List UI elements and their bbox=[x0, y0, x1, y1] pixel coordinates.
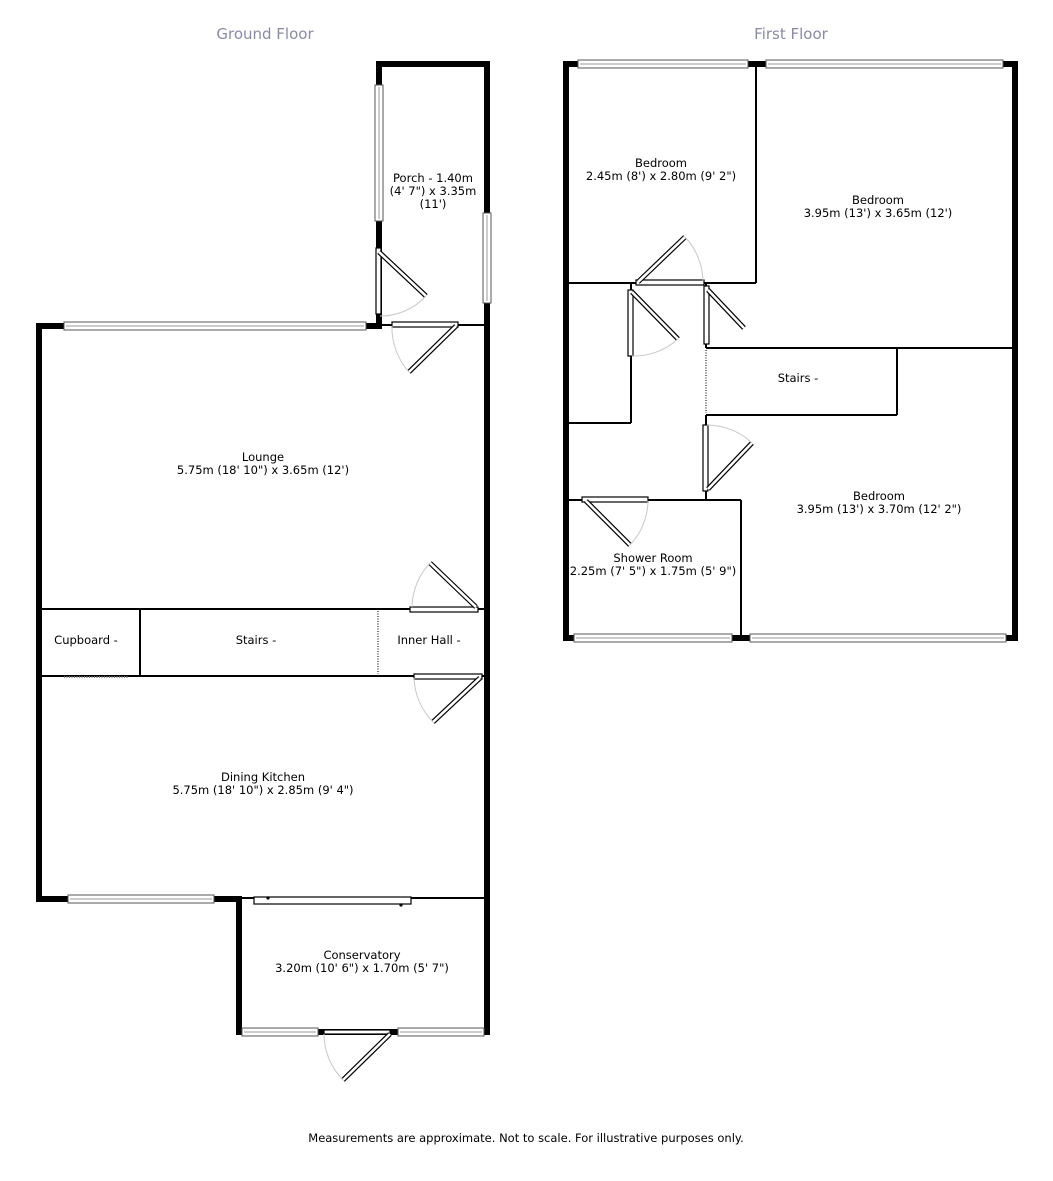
first-doors bbox=[581, 235, 754, 547]
ground-floor-plan: Porch - 1.40m (4' 7") x 3.35m (11') Loun… bbox=[36, 61, 492, 1082]
shower-room-size: 2.25m (7' 5") x 1.75m (5' 9") bbox=[570, 564, 736, 578]
ground-doors bbox=[323, 247, 483, 1082]
conservatory-label: Conservatory bbox=[323, 948, 400, 962]
front-bedroom-label: Bedroom bbox=[852, 193, 904, 207]
shower-room-label: Shower Room bbox=[613, 551, 692, 565]
dining-kitchen-label: Dining Kitchen bbox=[221, 770, 305, 784]
first-floor-plan: Bedroom 2.45m (8') x 2.80m (9' 2") Bedro… bbox=[563, 59, 1018, 643]
dining-kitchen-size: 5.75m (18' 10") x 2.85m (9' 4") bbox=[172, 783, 353, 797]
porch-label: Porch - 1.40m bbox=[393, 171, 473, 185]
first-stairs-label: Stairs - bbox=[778, 371, 819, 385]
first-floor-title: First Floor bbox=[754, 25, 828, 43]
small-bedroom-label: Bedroom bbox=[635, 156, 687, 170]
cupboard-label: Cupboard - bbox=[54, 633, 118, 647]
disclaimer-text: Measurements are approximate. Not to sca… bbox=[308, 1131, 743, 1145]
porch-size-line2: (4' 7") x 3.35m bbox=[390, 184, 477, 198]
front-bedroom-size: 3.95m (13') x 3.65m (12') bbox=[804, 206, 953, 220]
lounge-size: 5.75m (18' 10") x 3.65m (12') bbox=[177, 463, 349, 477]
lounge-label: Lounge bbox=[242, 450, 284, 464]
inner-hall-label: Inner Hall - bbox=[397, 633, 460, 647]
conservatory-size: 3.20m (10' 6") x 1.70m (5' 7") bbox=[275, 961, 449, 975]
ground-windows bbox=[63, 84, 492, 1037]
ground-floor-title: Ground Floor bbox=[216, 25, 314, 43]
rear-bedroom-size: 3.95m (13') x 3.70m (12' 2") bbox=[797, 502, 962, 516]
ground-stairs-label: Stairs - bbox=[236, 633, 277, 647]
small-bedroom-size: 2.45m (8') x 2.80m (9' 2") bbox=[586, 169, 736, 183]
kitchen-sliding-door bbox=[253, 896, 412, 907]
porch-size-line3: (11') bbox=[420, 197, 447, 211]
first-interior-walls bbox=[569, 67, 1012, 635]
rear-bedroom-label: Bedroom bbox=[853, 489, 905, 503]
first-windows bbox=[573, 59, 1007, 643]
